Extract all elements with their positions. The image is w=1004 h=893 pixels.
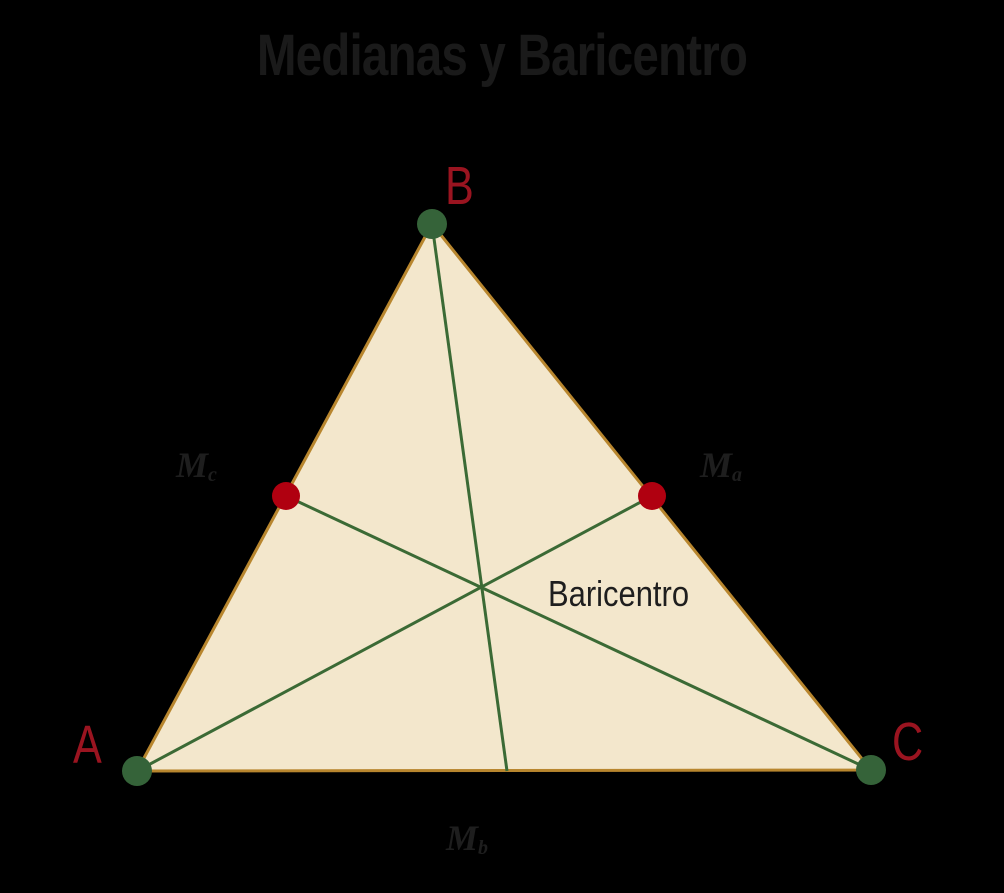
midpoint-ab <box>272 482 300 510</box>
centroid-label: Baricentro <box>548 575 689 615</box>
median-from-c <box>285 494 872 772</box>
median-from-a <box>136 494 653 773</box>
triangle-abc <box>135 222 873 773</box>
midpoint-label-ac: Mb <box>445 818 488 859</box>
vertex-label-c: C <box>892 713 923 773</box>
vertex-label-a: A <box>73 716 102 776</box>
vertex-label-b: B <box>445 157 474 217</box>
midpoint-label-bc: Ma <box>699 445 742 486</box>
vertex-c-point <box>856 755 886 785</box>
midpoint-bc <box>638 482 666 510</box>
midpoint-label-ab: Mc <box>175 445 217 486</box>
page-title: Medianas y Baricentro <box>256 23 748 88</box>
vertex-a-point <box>122 756 152 786</box>
vertex-b-point <box>417 209 447 239</box>
median-from-b <box>430 223 509 772</box>
